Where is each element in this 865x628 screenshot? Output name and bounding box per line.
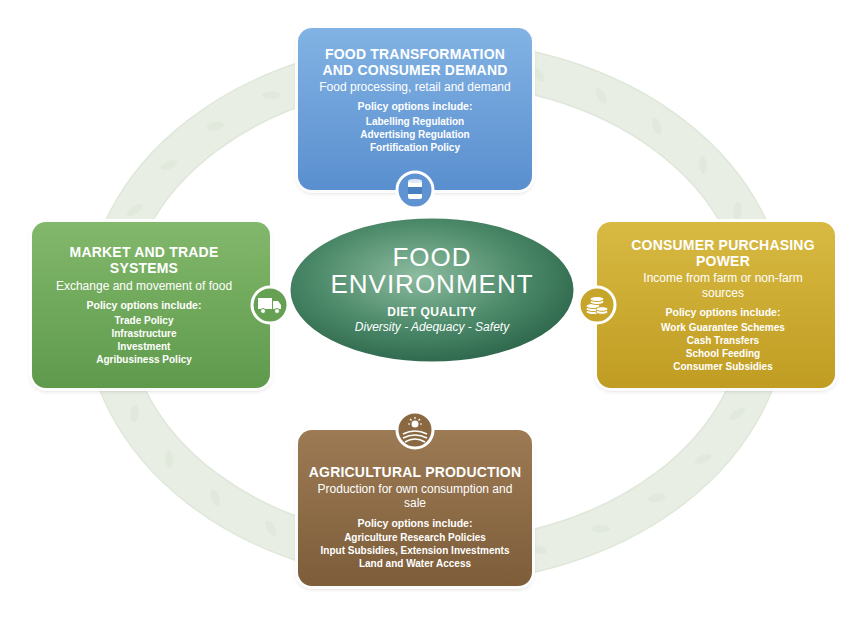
policy-heading: Policy options include: [623,306,823,320]
leaf-shape [693,452,713,467]
leaf-shape [647,492,666,504]
leaf-shape [263,519,279,539]
box-subtitle: Production for own consumption and sale [308,482,522,511]
leaf-shape [130,404,140,423]
leaf-shape [159,158,179,173]
center-caption: Diversity - Adequacy - Safety [327,320,537,336]
policy-item: Labelling Regulation [308,115,522,128]
policy-item: Trade Policy [44,314,244,327]
policy-heading: Policy options include: [44,299,244,313]
policy-heading: Policy options include: [308,517,522,531]
box-heading: FOOD TRANSFORMATION AND CONSUMER DEMAND [308,46,522,78]
policy-item: Agribusiness Policy [44,353,244,366]
policy-item: Input Subsidies, Extension Investments [308,544,522,557]
policy-item: Investment [44,340,244,353]
policy-item: School Feeding [623,347,823,360]
leaf-shape [733,201,743,220]
policy-item: Fortification Policy [308,141,522,154]
box-subtitle: Income from farm or non-farm sources [623,271,823,300]
market-trade-box: MARKET AND TRADE SYSTEMS Exchange and mov… [32,222,270,388]
leaf-shape [650,116,663,136]
policy-item: Agriculture Research Policies [308,531,522,544]
policy-item: Cash Transfers [623,334,823,347]
leaf-shape [728,405,747,422]
box-subtitle: Exchange and movement of food [44,279,244,293]
policy-item: Infrastructure [44,327,244,340]
policy-heading: Policy options include: [308,100,522,114]
leaf-shape [206,120,225,132]
center-subtitle: DIET QUALITY [327,305,537,321]
box-heading: AGRICULTURAL PRODUCTION [308,464,522,480]
leaf-shape [592,525,610,533]
food-transformation-box: FOOD TRANSFORMATION AND CONSUMER DEMAND F… [298,28,532,190]
can-icon [393,168,437,212]
center-title: FOOD ENVIRONMENT [327,244,537,299]
purchasing-power-box: CONSUMER PURCHASING POWERIncome from far… [597,222,835,388]
ellipse-fill [289,217,575,363]
leaf-shape [262,91,280,99]
box-heading: CONSUMER PURCHASING POWER [623,237,823,269]
leaf-shape [164,450,174,469]
truck-icon [248,283,292,327]
leaf-shape [125,202,144,219]
leaf-shape [593,86,609,106]
coins-icon [575,283,619,327]
agricultural-production-box: AGRICULTURAL PRODUCTION Production for ow… [298,430,532,586]
box-subtitle: Food processing, retail and demand [308,80,522,94]
leaf-shape [698,156,708,175]
leaf-shape [209,488,222,508]
box-heading: MARKET AND TRADE SYSTEMS [44,244,244,276]
policy-item: Work Guarantee Schemes [623,321,823,334]
food-environment-ellipse: FOOD ENVIRONMENT DIET QUALITYDiversity - … [287,215,577,365]
policy-item: Consumer Subsidies [623,360,823,373]
policy-item: Land and Water Access [308,557,522,570]
policy-item: Advertising Regulation [308,128,522,141]
field-sun-icon [393,408,437,452]
